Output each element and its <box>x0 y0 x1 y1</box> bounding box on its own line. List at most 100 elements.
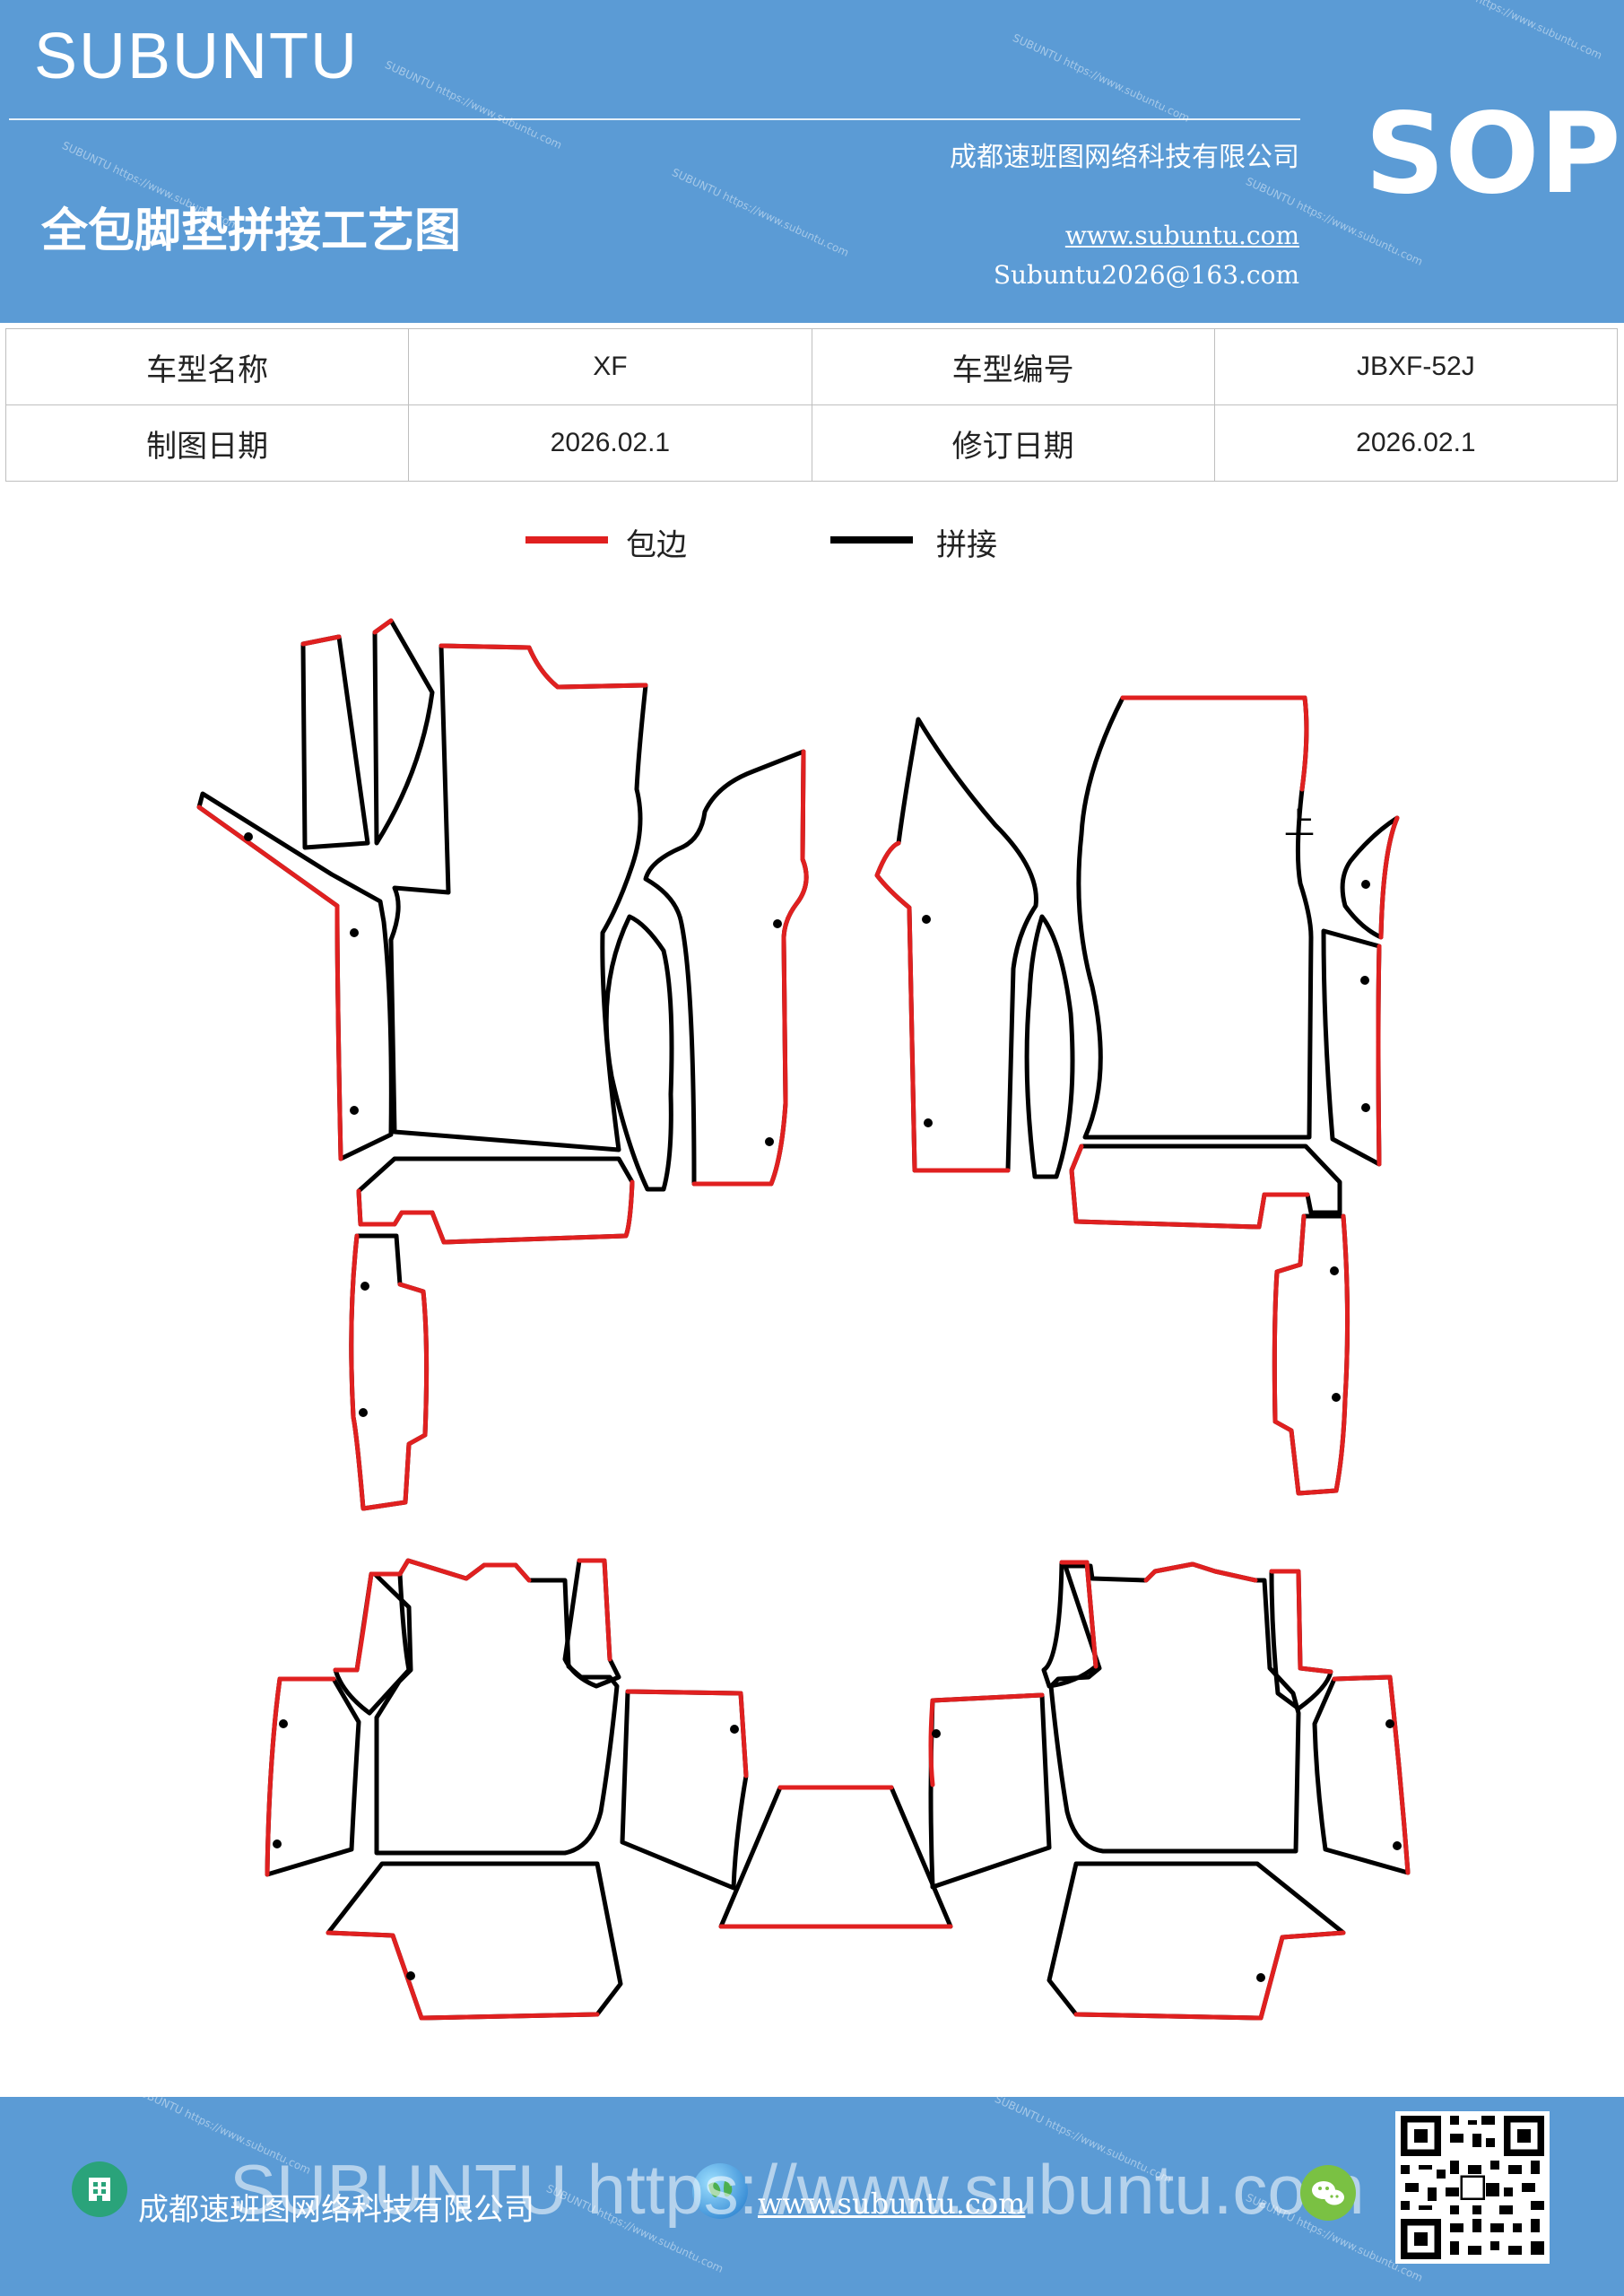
header-divider <box>9 118 1300 120</box>
mat-edge <box>333 1571 403 1673</box>
mat-edge <box>1378 815 1400 940</box>
mat-piece <box>388 643 648 1152</box>
table-row: 制图日期 2026.02.1 修订日期 2026.02.1 <box>4 404 1619 482</box>
sop-badge: SOP <box>1365 90 1621 219</box>
mat-piece <box>1024 914 1075 1179</box>
mat-piece <box>1269 1569 1333 1711</box>
legend-edge: 包边 <box>525 520 759 574</box>
mat-piece <box>1046 1861 1346 2021</box>
revise-date-label: 修订日期 <box>811 404 1215 482</box>
mounting-hole <box>1332 1393 1341 1402</box>
mat-edge <box>326 1930 600 2021</box>
mounting-hole <box>360 1282 369 1291</box>
mat-piece <box>333 1571 412 1716</box>
mounting-hole <box>406 1971 415 1980</box>
mounting-holes <box>244 832 1402 1982</box>
mat-piece <box>1340 815 1400 940</box>
mat-edge <box>196 804 343 1161</box>
vehicle-info-table: 车型名称 XF 车型编号 JBXF-52J 制图日期 2026.02.1 修订日… <box>4 328 1619 482</box>
legend-join: 拼接 <box>830 520 1064 574</box>
front-left-mat-group <box>196 618 809 1511</box>
mat-edge <box>300 634 342 647</box>
model-code-value: JBXF-52J <box>1213 328 1619 405</box>
mat-piece <box>196 791 394 1161</box>
mat-piece <box>372 1558 620 1856</box>
mounting-hole <box>730 1725 739 1734</box>
mat-edge <box>1073 1930 1346 2021</box>
page-title: 全包脚垫拼接工艺图 <box>41 204 462 258</box>
rear-center-mat-group <box>718 1785 953 1929</box>
mat-edge <box>1269 1569 1333 1674</box>
mat-piece <box>928 1692 1052 1890</box>
mounting-hole <box>1256 1973 1265 1982</box>
mat-edge <box>372 618 394 635</box>
mat-edge <box>1143 1561 1258 1583</box>
mounting-hole <box>1393 1841 1402 1850</box>
mounting-hole <box>1385 1719 1394 1728</box>
mat-edge <box>1332 1674 1411 1875</box>
model-code-label: 车型编号 <box>811 328 1215 405</box>
front-right-mat-group: 上 <box>874 695 1400 1496</box>
footer-watermark: SUBUNTU https://www.subuntu.com <box>230 2150 1365 2229</box>
mounting-hole <box>922 915 931 924</box>
qr-code <box>1395 2111 1550 2264</box>
mat-piece <box>874 717 1038 1173</box>
rear-right-mat-group <box>928 1560 1411 2021</box>
draw-date-value: 2026.02.1 <box>408 404 812 482</box>
website-link[interactable]: www.subuntu.com <box>1064 221 1299 250</box>
mat-piece <box>372 618 435 846</box>
mat-edge <box>1272 1213 1350 1496</box>
legend-edge-swatch <box>525 536 608 544</box>
mounting-hole <box>924 1118 933 1127</box>
mat-piece <box>356 1156 635 1245</box>
mat-edge <box>1069 1144 1310 1230</box>
mat-piece <box>349 1233 430 1511</box>
mat-edge <box>1059 1560 1099 1669</box>
mounting-hole <box>279 1719 288 1728</box>
mounting-hole <box>359 1408 368 1417</box>
mounting-hole <box>1361 1103 1370 1112</box>
mat-edge <box>397 1558 532 1583</box>
mat-edge <box>356 1179 635 1245</box>
mat-edge <box>928 1692 1045 1787</box>
orientation-mark: 上 <box>1284 806 1315 842</box>
mounting-hole <box>932 1729 941 1738</box>
mat-edge <box>625 1689 749 1779</box>
mounting-hole <box>1361 880 1370 889</box>
mat-edge <box>439 643 648 690</box>
mat-edge <box>691 749 809 1187</box>
mounting-hole <box>1330 1266 1339 1275</box>
wechat-icon <box>1300 2165 1356 2221</box>
model-name-value: XF <box>408 328 812 405</box>
company-name: 成都速班图网络科技有限公司 <box>950 142 1299 173</box>
mounting-hole <box>773 919 782 928</box>
mat-piece <box>718 1785 953 1929</box>
footer-company-name: 成都速班图网络科技有限公司 <box>138 2192 534 2228</box>
mat-piece <box>1048 1561 1301 1854</box>
legend-edge-label: 包边 <box>626 527 687 563</box>
mounting-hole <box>244 832 253 841</box>
draw-date-label: 制图日期 <box>4 404 410 482</box>
mounting-hole <box>765 1137 774 1146</box>
mat-edge <box>1376 944 1382 1167</box>
mat-edge <box>718 1785 953 1929</box>
mat-piece <box>1272 1213 1350 1496</box>
mounting-hole <box>273 1839 282 1848</box>
brand-logo-text: SUBUNTU <box>34 21 360 92</box>
mat-piece <box>326 1861 623 2021</box>
building-icon <box>72 2161 127 2217</box>
mat-edge <box>265 1676 336 1877</box>
mat-piece <box>620 1689 749 1891</box>
mat-piece <box>1069 1144 1342 1230</box>
footer-banner: SUBUNTU https://www.subuntu.com SUBUNTU … <box>0 2097 1624 2296</box>
legend-join-swatch <box>830 536 913 544</box>
header-banner: SUBUNTU https://www.subuntu.com SUBUNTU … <box>0 0 1624 323</box>
table-row: 车型名称 XF 车型编号 JBXF-52J <box>4 328 1619 405</box>
legend-join-label: 拼接 <box>936 527 997 563</box>
mounting-hole <box>350 928 359 937</box>
mat-piece <box>1041 1560 1099 1689</box>
revise-date-value: 2026.02.1 <box>1213 404 1619 482</box>
footer-website-link[interactable]: www.subuntu.com <box>758 2187 1026 2221</box>
email-address: Subuntu2026@163.com <box>993 260 1299 290</box>
